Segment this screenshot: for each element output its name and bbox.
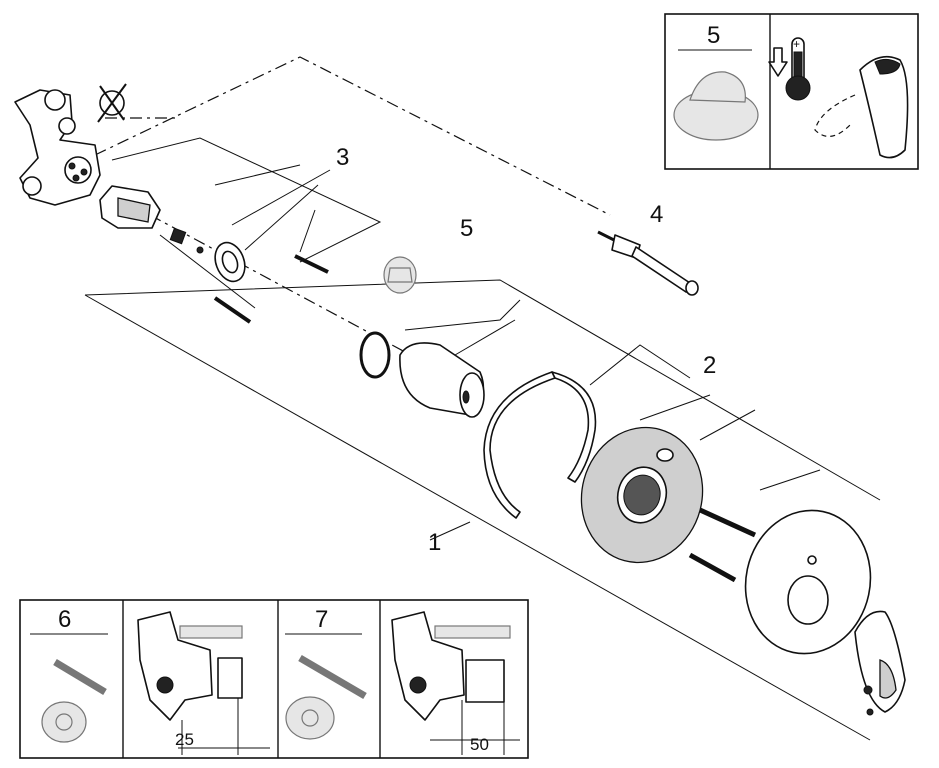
callout-1: 1 xyxy=(428,529,441,556)
retaining-ring xyxy=(214,241,246,283)
callout-3: 3 xyxy=(336,144,349,171)
thermometer-icon: + xyxy=(785,37,811,101)
inset-extension-panel: 6 25 7 50 xyxy=(19,599,529,759)
o-ring xyxy=(359,331,391,379)
handle-rotation-icon xyxy=(814,55,909,159)
mounting-screws xyxy=(213,254,329,324)
sleeve xyxy=(399,342,485,418)
dimension-50: 50 xyxy=(470,735,489,754)
panel-6-valve-drawing xyxy=(137,611,270,755)
handle xyxy=(854,610,906,716)
inset-label-5: 5 xyxy=(707,22,720,49)
down-arrow-icon xyxy=(768,47,788,77)
cartridge-limit-stop-icon xyxy=(673,71,759,141)
mounting-plate xyxy=(580,426,704,564)
valve-body xyxy=(14,89,101,206)
plate-screws xyxy=(688,507,757,583)
spring-clip xyxy=(483,371,597,519)
callout-2: 2 xyxy=(703,352,716,379)
callout-5: 5 xyxy=(460,215,473,242)
callout-labels: 3 4 5 2 1 xyxy=(336,144,716,556)
panel-6-label: 6 xyxy=(58,606,71,633)
callout-4: 4 xyxy=(650,201,663,228)
inset-temperature-panel: 5 + xyxy=(664,13,919,170)
panel-7-valve-drawing xyxy=(391,611,520,755)
adapter-part-5 xyxy=(383,256,417,294)
dimension-25: 25 xyxy=(175,730,194,749)
svg-text:+: + xyxy=(793,37,800,51)
trim-plate xyxy=(744,509,872,655)
not-included-icon xyxy=(97,83,127,123)
cartridge xyxy=(99,185,204,254)
stem-part-4 xyxy=(597,230,699,296)
panel-7-label: 7 xyxy=(315,606,328,633)
